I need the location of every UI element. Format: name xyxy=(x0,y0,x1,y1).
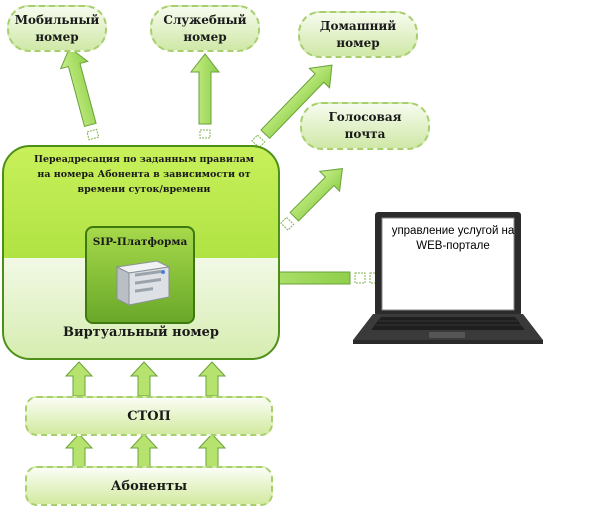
web-portal-text: управление услугой на WEB-портале xyxy=(391,225,515,252)
arrows-ctop-to-virtual xyxy=(64,361,227,397)
node-subscribers: Абоненты xyxy=(25,466,273,506)
laptop-icon xyxy=(353,212,543,344)
server-icon xyxy=(115,260,171,306)
node-voicemail: Голосовая почта xyxy=(300,102,430,150)
arrow-to-voicemail xyxy=(280,168,343,231)
redirect-rules-text: Переадресация по заданным правилам на но… xyxy=(34,154,255,195)
node-home: Домашний номер xyxy=(298,11,418,58)
node-office: Служебный номер xyxy=(150,5,260,52)
virtual-number-label: Виртуальный номер xyxy=(62,325,220,340)
node-ctop: СТОП xyxy=(25,396,273,436)
sip-platform-label: SIP-Платформа xyxy=(92,236,188,248)
node-mobile: Мобильный номер xyxy=(7,5,107,52)
arrows-subscribers-to-ctop xyxy=(64,433,227,469)
sip-platform: SIP-Платформа xyxy=(85,226,195,324)
arrow-to-mobile xyxy=(59,46,100,141)
arrow-to-office xyxy=(189,53,221,139)
